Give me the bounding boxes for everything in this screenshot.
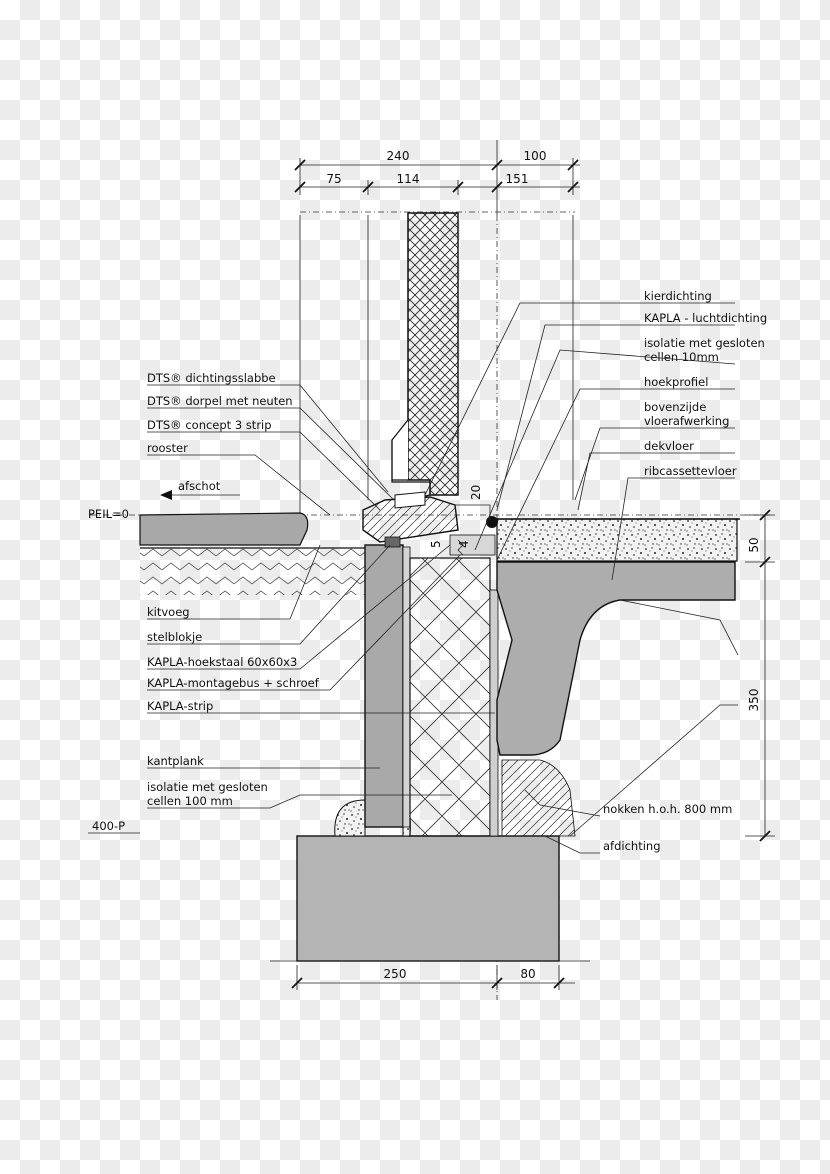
label-bovenzijde-1: bovenzijde bbox=[644, 400, 706, 414]
label-isolatie-bottom-1: isolatie met gesloten bbox=[147, 780, 268, 794]
label-rooster: rooster bbox=[147, 441, 188, 455]
label-kapla-hoekstaal: KAPLA-hoekstaal 60x60x3 bbox=[147, 655, 297, 669]
top-dimension-group: 240 100 75 114 151 bbox=[294, 140, 580, 215]
dim-seg-151: 151 bbox=[506, 172, 529, 186]
bottom-dimension-group: 250 80 bbox=[291, 965, 575, 990]
label-dekvloer: dekvloer bbox=[644, 439, 694, 453]
dim-right-350: 350 bbox=[747, 689, 761, 712]
dim-small-20: 20 bbox=[469, 485, 483, 500]
threshold-dorpel: 20 5 4 bbox=[362, 485, 498, 556]
label-peil: PEIL=0 bbox=[88, 507, 129, 521]
label-nokken: nokken h.o.h. 800 mm bbox=[603, 802, 732, 816]
dim-total-left: 240 bbox=[387, 149, 410, 163]
screed-layer bbox=[496, 518, 740, 562]
label-afdichting: afdichting bbox=[603, 839, 661, 853]
label-isolatie-top-1: isolatie met gesloten bbox=[644, 336, 765, 350]
label-kitvoeg: kitvoeg bbox=[147, 605, 190, 619]
dim-small-4: 4 bbox=[457, 540, 471, 548]
label-dts-concept: DTS® concept 3 strip bbox=[147, 418, 272, 432]
ground-terrace bbox=[139, 512, 365, 595]
insulation-block bbox=[409, 557, 499, 837]
door-panel bbox=[391, 212, 459, 501]
dim-right-50: 50 bbox=[747, 537, 761, 552]
dim-seg-75: 75 bbox=[326, 172, 341, 186]
rib-cassette-floor bbox=[496, 561, 739, 837]
kantplank-beam bbox=[364, 544, 411, 828]
label-dts-slabbe: DTS® dichtingsslabbe bbox=[147, 371, 276, 385]
label-kierdichting: kierdichting bbox=[644, 289, 712, 303]
right-dimension-group: 50 350 bbox=[745, 509, 775, 842]
label-kantplank: kantplank bbox=[147, 754, 204, 768]
label-dts-dorpel: DTS® dorpel met neuten bbox=[147, 394, 293, 408]
label-hoekprofiel: hoekprofiel bbox=[644, 375, 708, 389]
dim-seg-114: 114 bbox=[397, 172, 420, 186]
label-stelblokje: stelblokje bbox=[147, 630, 202, 644]
label-isolatie-top-2: cellen 10mm bbox=[644, 350, 719, 364]
right-annotations: kierdichting KAPLA - luchtdichting isola… bbox=[424, 289, 767, 854]
label-kapla-montagebus: KAPLA-montagebus + schroef bbox=[147, 676, 320, 690]
label-kapla-strip: KAPLA-strip bbox=[147, 699, 213, 713]
label-code: 400-P bbox=[92, 819, 125, 833]
label-ribcassettevloer: ribcassettevloer bbox=[644, 464, 737, 478]
dim-small-5: 5 bbox=[429, 540, 443, 548]
label-afschot: afschot bbox=[178, 479, 221, 493]
dim-bottom-80: 80 bbox=[520, 967, 535, 981]
dim-bottom-250: 250 bbox=[384, 967, 407, 981]
label-bovenzijde-2: vloerafwerking bbox=[644, 414, 729, 428]
label-isolatie-bottom-2: cellen 100 mm bbox=[147, 794, 233, 808]
label-kapla-luchtdichting: KAPLA - luchtdichting bbox=[644, 311, 767, 325]
left-annotations: DTS® dichtingsslabbe DTS® dorpel met neu… bbox=[88, 371, 495, 834]
dim-total-right: 100 bbox=[524, 149, 547, 163]
